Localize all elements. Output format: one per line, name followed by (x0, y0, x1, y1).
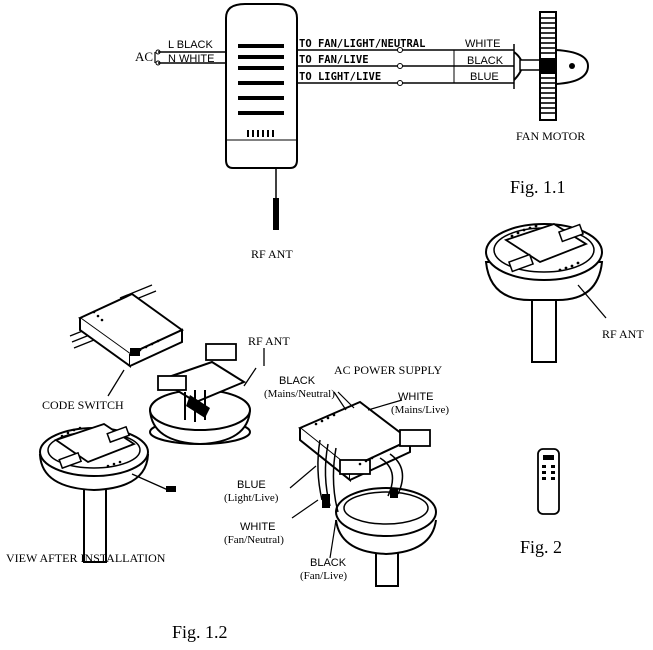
receiver-unit (225, 3, 298, 169)
to-fan-light-neutral-label: TO FAN/LIGHT/NEUTRAL (299, 38, 425, 50)
fan-live-label: (Fan/Live) (300, 570, 347, 582)
blue-light-label: BLUE (237, 479, 266, 491)
installed-canopy (38, 423, 176, 563)
black-wire-label: BLACK (467, 55, 504, 67)
l-black-label: L BLACK (168, 39, 214, 51)
to-light-live-label: TO LIGHT/LIVE (299, 71, 381, 83)
fig-1-2: RF ANT CODE SWITCH VIEW AFTER INSTALLATI… (6, 284, 449, 642)
remote-control (537, 448, 560, 515)
fig-1-1-caption: Fig. 1.1 (510, 177, 566, 197)
fig-1-2-rf-ant-label: RF ANT (248, 334, 290, 348)
receiver-insert (69, 284, 184, 368)
to-fan-live-label: TO FAN/LIVE (299, 54, 369, 66)
ac-label: AC (135, 49, 153, 64)
fig-2-caption: Fig. 2 (520, 537, 562, 557)
fan-motor (513, 11, 590, 121)
fig-1-1: AC L BLACK N WHITE TO FAN/LIGHT/NEUTRAL … (135, 3, 590, 261)
canopy-bracket (149, 343, 265, 446)
blue-wire-label: BLUE (470, 71, 499, 83)
code-switch-label: CODE SWITCH (42, 398, 124, 412)
rf-ant-label: RF ANT (251, 247, 293, 261)
wired-canopy (298, 400, 437, 587)
white-wire-label: WHITE (465, 38, 500, 50)
white-fan-label: WHITE (240, 521, 275, 533)
mains-neutral-label: (Mains/Neutral) (264, 388, 335, 400)
black-mains-label: BLACK (279, 375, 316, 387)
black-fan-label: BLACK (310, 557, 347, 569)
fig-2-rf-ant-label: RF ANT (602, 327, 644, 341)
view-after-installation-label: VIEW AFTER INSTALLATION (6, 551, 166, 565)
fan-neutral-label: (Fan/Neutral) (224, 534, 284, 546)
canopy-with-receiver (484, 223, 607, 363)
fig-1-2-caption: Fig. 1.2 (172, 622, 228, 642)
white-mains-label: WHITE (398, 391, 433, 403)
n-white-label: N WHITE (168, 53, 214, 65)
mains-live-label: (Mains/Live) (391, 404, 449, 416)
fig-2: RF ANT Fig. 2 (484, 223, 644, 557)
light-live-label: (Light/Live) (224, 492, 279, 504)
ac-power-supply-label: AC POWER SUPPLY (334, 363, 442, 377)
fan-motor-label: FAN MOTOR (516, 129, 585, 143)
rf-antenna (273, 168, 279, 230)
